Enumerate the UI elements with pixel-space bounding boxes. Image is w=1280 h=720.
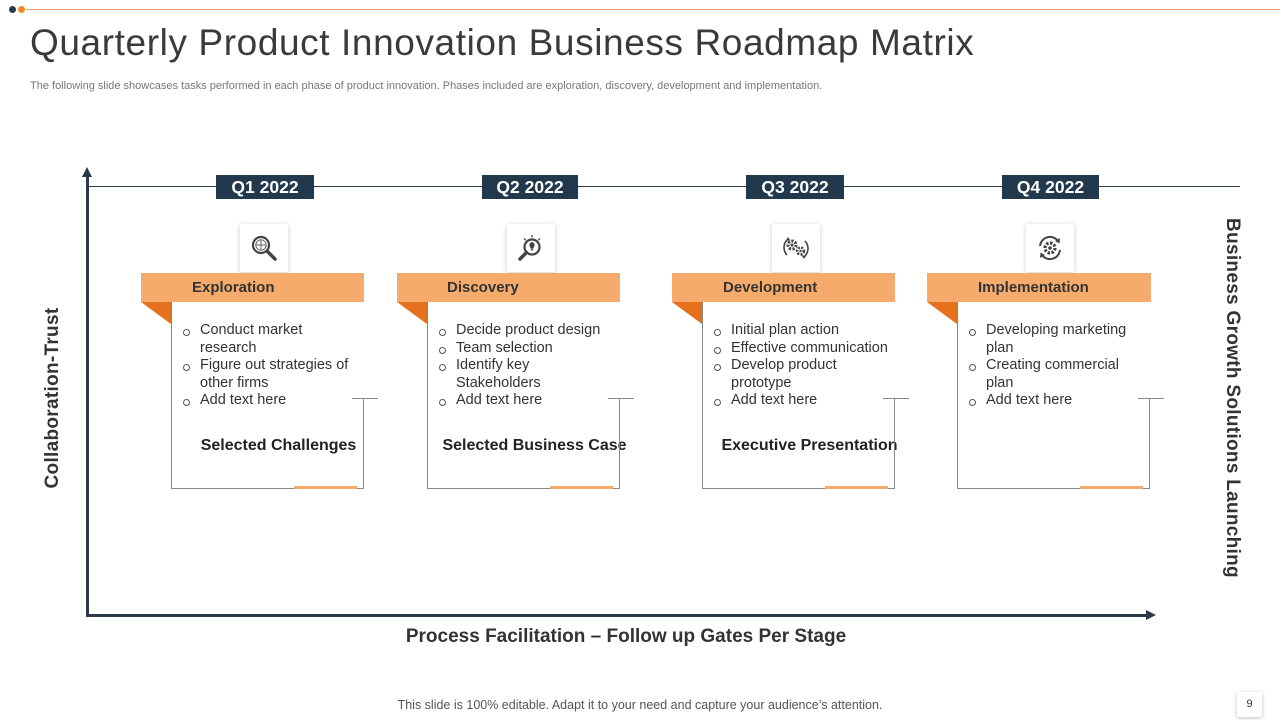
bracket-cap <box>608 398 634 399</box>
banner-fold <box>672 302 702 324</box>
exploration-icon-box <box>240 224 288 272</box>
phase-banner-development: Development <box>672 273 895 302</box>
bracket-line <box>619 398 620 489</box>
footer-note: This slide is 100% editable. Adapt it to… <box>397 698 883 712</box>
phase-caption: Selected Business Case <box>442 437 627 454</box>
list-item: Develop product prototype <box>713 357 891 392</box>
list-item: Add text here <box>182 392 360 410</box>
bracket-line <box>894 398 895 489</box>
page-number: 9 <box>1237 692 1262 717</box>
discovery-icon-box <box>507 224 555 272</box>
bracket-cap <box>883 398 909 399</box>
banner-fold <box>397 302 427 324</box>
phase-card-discovery: Decide product design Team selection Ide… <box>427 302 634 489</box>
list-item: Conduct market research <box>182 322 360 357</box>
quarter-label-q4: Q4 2022 <box>1002 175 1099 199</box>
timeline-line <box>89 186 1240 187</box>
vertical-axis <box>86 176 89 617</box>
orange-accent <box>825 486 888 489</box>
list-item: Initial plan action <box>713 322 891 340</box>
vertical-axis-arrow <box>82 167 92 177</box>
slide-subtitle: The following slide showcases tasks perf… <box>30 80 823 92</box>
list-item: Team selection <box>438 340 616 358</box>
phase-banner-discovery: Discovery <box>397 273 620 302</box>
phase-banner-implementation: Implementation <box>927 273 1151 302</box>
task-list: Initial plan action Effective communicat… <box>713 322 891 410</box>
implementation-icon-box <box>1026 224 1074 272</box>
phase-caption: Selected Challenges <box>200 437 357 454</box>
bracket-cap <box>352 398 378 399</box>
list-item: Creating commercial plan <box>968 357 1146 392</box>
slide-title: Quarterly Product Innovation Business Ro… <box>30 22 975 63</box>
bottom-axis-label: Process Facilitation – Follow up Gates P… <box>405 626 847 647</box>
quarter-label-q2: Q2 2022 <box>482 175 578 199</box>
orange-accent <box>294 486 357 489</box>
left-axis-label: Collaboration-Trust <box>42 307 63 489</box>
magnifier-bulb-icon <box>518 235 541 261</box>
list-item: Add text here <box>968 392 1146 410</box>
task-list: Developing marketing plan Creating comme… <box>968 322 1146 410</box>
magnifier-globe-icon <box>251 235 277 261</box>
list-item: Add text here <box>713 392 891 410</box>
phase-card-development: Initial plan action Effective communicat… <box>702 302 909 489</box>
list-item: Identify key Stakeholders <box>438 357 616 392</box>
navy-dot <box>9 6 16 13</box>
horizontal-axis <box>86 614 1148 617</box>
task-list: Decide product design Team selection Ide… <box>438 322 616 410</box>
list-item: Decide product design <box>438 322 616 340</box>
bracket-line <box>363 398 364 489</box>
banner-fold <box>141 302 171 324</box>
list-item: Figure out strategies of other firms <box>182 357 360 392</box>
list-item: Add text here <box>438 392 616 410</box>
phase-card-exploration: Conduct market research Figure out strat… <box>171 302 378 489</box>
task-list: Conduct market research Figure out strat… <box>182 322 360 410</box>
orange-accent <box>1080 486 1143 489</box>
list-item: Developing marketing plan <box>968 322 1146 357</box>
quarter-label-q1: Q1 2022 <box>216 175 314 199</box>
gear-refresh-icon <box>1039 235 1061 261</box>
gears-cycle-icon <box>783 237 809 259</box>
phase-caption: Executive Presentation <box>721 437 898 454</box>
bracket-cap <box>1138 398 1164 399</box>
phase-banner-exploration: Exploration <box>141 273 364 302</box>
orange-accent <box>550 486 613 489</box>
bracket-line <box>1149 398 1150 489</box>
horizontal-axis-arrow <box>1146 610 1156 620</box>
quarter-label-q3: Q3 2022 <box>746 175 844 199</box>
list-item: Effective communication <box>713 340 891 358</box>
orange-dot <box>18 6 25 13</box>
right-axis-label: Business Growth Solutions Launching <box>1222 218 1243 578</box>
phase-card-implementation: Developing marketing plan Creating comme… <box>957 302 1164 489</box>
banner-fold <box>927 302 957 324</box>
development-icon-box <box>772 224 820 272</box>
top-rule <box>26 9 1280 10</box>
